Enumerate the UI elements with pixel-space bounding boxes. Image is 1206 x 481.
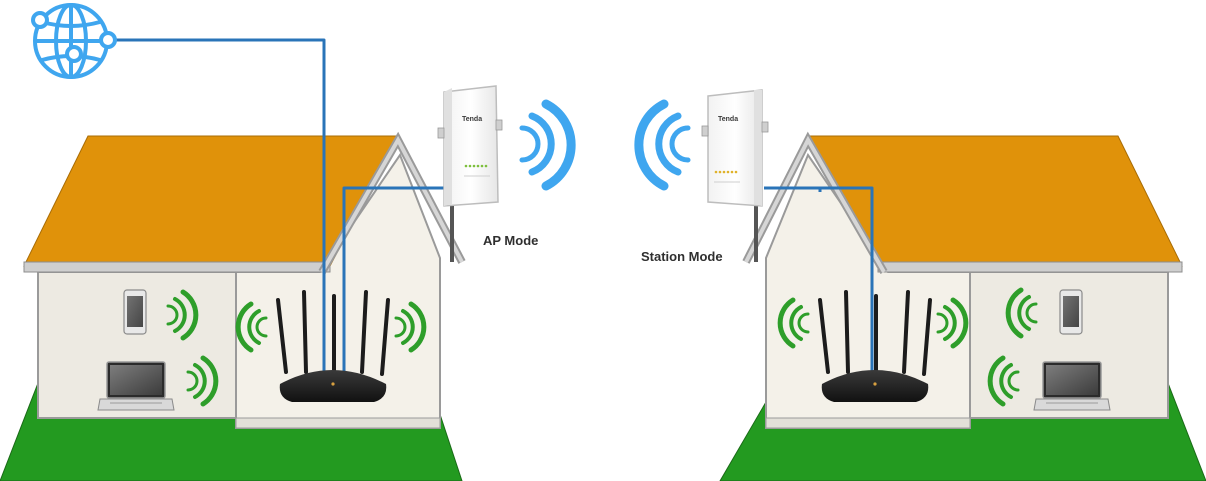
left-eave [23, 261, 331, 273]
wifi-signal-icon [987, 355, 1020, 407]
router-icon-right [818, 290, 932, 402]
laptop-icon-right [1033, 361, 1111, 411]
wifi-signal-icon-station [634, 99, 691, 191]
smartphone-icon-left [123, 289, 147, 335]
wifi-signal-icon [1005, 287, 1038, 339]
wifi-waves-green [166, 287, 1038, 407]
wifi-signal-icon [166, 289, 199, 341]
smartphone-icon-right [1059, 289, 1083, 335]
wifi-signal-icon [936, 297, 969, 349]
wifi-signal-icon [777, 297, 810, 349]
wifi-signal-icon-ap [519, 99, 576, 191]
right-eave [877, 261, 1183, 273]
left-cpe-cable [342, 186, 444, 372]
router-icon-left [276, 290, 390, 402]
station-cpe-brand: Tenda [718, 116, 738, 123]
ap-mode-label: AP Mode [483, 233, 539, 248]
right-house [719, 131, 1206, 481]
wan-cable [108, 38, 326, 372]
ethernet-cables [108, 38, 874, 372]
left-house [0, 131, 466, 481]
globe-icon [31, 3, 117, 79]
right-cpe-cable [764, 186, 874, 372]
station-cpe-device: Tenda [701, 89, 769, 262]
wifi-signal-icon [394, 301, 427, 353]
ap-cpe-device: Tenda [437, 85, 503, 262]
wifi-signal-icon [235, 301, 268, 353]
ap-cpe-brand: Tenda [462, 116, 482, 123]
wifi-signal-icon [186, 355, 219, 407]
station-mode-label: Station Mode [641, 249, 723, 264]
laptop-icon-left [97, 361, 175, 411]
